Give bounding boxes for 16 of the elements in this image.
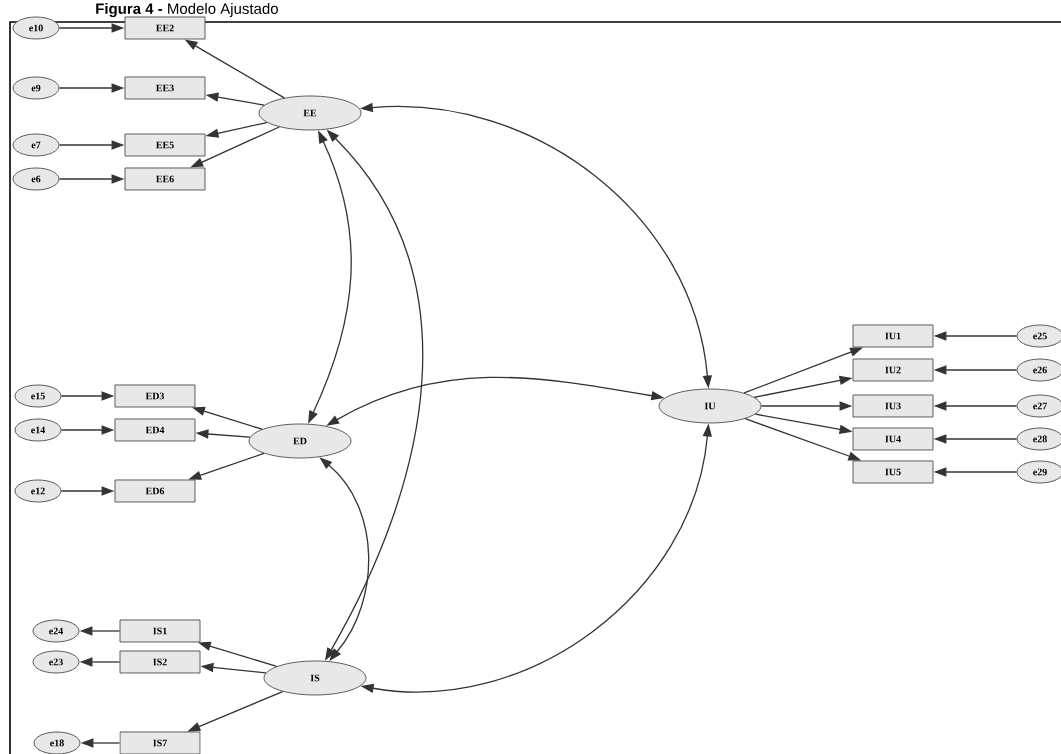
indicator-box: ED4 [114,418,196,442]
indicator-box: IU3 [852,394,934,418]
indicator-box: IS7 [119,731,201,754]
indicator-box: EE3 [124,76,206,100]
indicator-box: IS2 [119,650,201,674]
indicator-box: EE5 [124,133,206,157]
indicator-box: ED3 [114,384,196,408]
figure-title: Figura 4 - Modelo Ajustado [96,2,278,18]
indicator-box: ED6 [114,479,196,503]
indicator-box: IU5 [852,460,934,484]
indicator-box: IU4 [852,427,934,451]
indicator-box: IU2 [852,358,934,382]
indicator-box: EE2 [124,16,206,40]
indicator-box: IU1 [852,324,934,348]
indicator-box: IS1 [119,619,201,643]
indicator-box: EE6 [124,167,206,191]
